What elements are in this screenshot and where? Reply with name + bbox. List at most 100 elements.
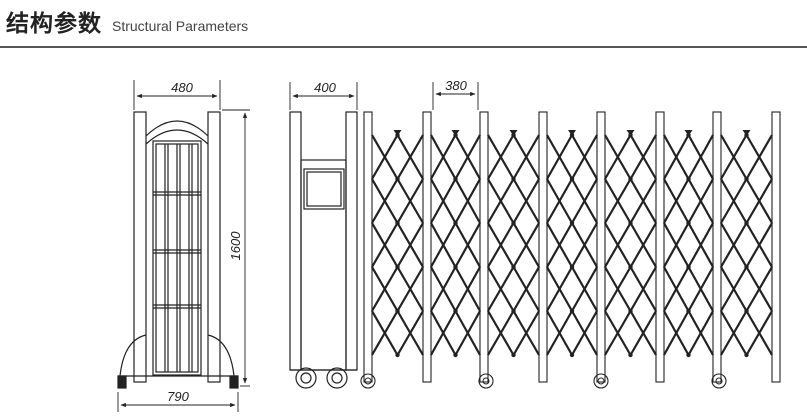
scissor-bar bbox=[487, 178, 515, 224]
scissor-pivot bbox=[569, 220, 575, 226]
extended-gate-view bbox=[360, 111, 781, 389]
scissor-bar bbox=[745, 310, 773, 356]
scissor-bar bbox=[430, 310, 457, 356]
scissor-bar bbox=[546, 178, 573, 224]
gate-wheel-hub bbox=[364, 377, 372, 385]
side-housing bbox=[300, 159, 347, 371]
scissor-bar bbox=[396, 266, 424, 312]
gate-wheel bbox=[360, 373, 376, 389]
gate-wheel-hub bbox=[597, 377, 605, 385]
top-joint bbox=[742, 130, 751, 136]
scissor-bar bbox=[571, 178, 598, 224]
scissor-bar bbox=[371, 134, 399, 180]
scissor-pivot bbox=[511, 308, 516, 314]
side-dimensions bbox=[289, 82, 358, 110]
dim-front-top-width: 480 bbox=[171, 80, 193, 95]
scissor-pivot bbox=[453, 352, 458, 358]
scissor-pivot bbox=[453, 176, 458, 182]
scissor-bar bbox=[512, 222, 540, 268]
scissor-bar bbox=[663, 266, 690, 312]
scissor-bar bbox=[687, 222, 714, 268]
header-divider bbox=[0, 46, 807, 48]
scissor-bar bbox=[720, 134, 748, 180]
scissor-pivot bbox=[395, 176, 400, 182]
scissor-pivot bbox=[511, 352, 516, 358]
scissor-bar bbox=[745, 134, 773, 180]
gate-post bbox=[538, 111, 548, 383]
scissor-bar bbox=[604, 134, 632, 180]
scissor-bar bbox=[430, 134, 457, 180]
scissor-bar bbox=[745, 266, 773, 312]
side-left-post bbox=[289, 111, 302, 371]
front-left-post bbox=[133, 111, 147, 383]
scissor-pivot bbox=[744, 352, 749, 358]
scissor-pivot bbox=[453, 264, 458, 270]
scissor-pivot bbox=[628, 264, 633, 270]
dim-front-height: 1600 bbox=[228, 231, 243, 261]
scissor-bar bbox=[629, 266, 657, 312]
scissor-bar bbox=[663, 310, 690, 356]
scissor-bar bbox=[454, 178, 481, 224]
scissor-pivot bbox=[628, 176, 633, 182]
scissor-pivot bbox=[686, 176, 691, 182]
scissor-bar bbox=[604, 310, 632, 356]
side-wheel-right bbox=[326, 367, 348, 389]
scissor-pivot bbox=[511, 176, 516, 182]
scissor-bar bbox=[512, 310, 540, 356]
scissor-pivot bbox=[395, 308, 400, 314]
gate-spacing-dimension bbox=[432, 82, 479, 110]
scissor-bar bbox=[396, 222, 424, 268]
gate-post bbox=[422, 111, 432, 383]
scissor-bar bbox=[745, 178, 773, 224]
scissor-pivot bbox=[686, 220, 691, 226]
scissor-pivot bbox=[511, 220, 516, 226]
scissor-bar bbox=[687, 266, 714, 312]
top-joint bbox=[684, 130, 693, 136]
scissor-bar bbox=[371, 178, 399, 224]
scissor-bar bbox=[512, 178, 540, 224]
front-panel bbox=[152, 140, 202, 376]
side-right-post bbox=[345, 111, 358, 371]
scissor-bar bbox=[687, 310, 714, 356]
scissor-pivot bbox=[686, 308, 691, 314]
scissor-pivot bbox=[744, 264, 749, 270]
scissor-bar bbox=[571, 134, 598, 180]
scissor-pivot bbox=[395, 220, 400, 226]
scissor-pivot bbox=[395, 352, 400, 358]
scissor-bar bbox=[454, 310, 481, 356]
scissor-pivot bbox=[511, 264, 516, 270]
scissor-bar bbox=[512, 266, 540, 312]
top-joint bbox=[568, 130, 576, 136]
scissor-pivot bbox=[569, 264, 575, 270]
dim-front-base-width: 790 bbox=[167, 389, 189, 404]
scissor-bar bbox=[629, 222, 657, 268]
scissor-bar bbox=[487, 222, 515, 268]
front-right-wheel bbox=[229, 375, 239, 389]
side-wheel-left bbox=[295, 367, 317, 389]
scissor-bar bbox=[546, 222, 573, 268]
scissor-bar bbox=[604, 178, 632, 224]
scissor-bar bbox=[546, 310, 573, 356]
scissor-bar bbox=[487, 310, 515, 356]
gate-post bbox=[771, 111, 781, 383]
front-right-post bbox=[207, 111, 221, 383]
scissor-pivot bbox=[395, 264, 400, 270]
side-view bbox=[289, 111, 358, 389]
scissor-pivot bbox=[628, 308, 633, 314]
front-left-wheel bbox=[117, 375, 127, 389]
scissor-bar bbox=[571, 222, 598, 268]
scissor-pivot bbox=[453, 220, 458, 226]
scissor-bar bbox=[371, 222, 399, 268]
dim-panel-spacing: 380 bbox=[445, 78, 467, 93]
scissor-bar bbox=[663, 222, 690, 268]
section-header: 结构参数 Structural Parameters bbox=[6, 4, 248, 44]
scissor-bar bbox=[571, 266, 598, 312]
front-arch bbox=[145, 120, 209, 137]
scissor-bar bbox=[454, 266, 481, 312]
scissor-bar bbox=[604, 266, 632, 312]
scissor-bar bbox=[720, 266, 748, 312]
gate-post bbox=[655, 111, 665, 383]
scissor-bar bbox=[454, 222, 481, 268]
scissor-bar bbox=[720, 222, 748, 268]
scissor-pivot bbox=[744, 220, 749, 226]
